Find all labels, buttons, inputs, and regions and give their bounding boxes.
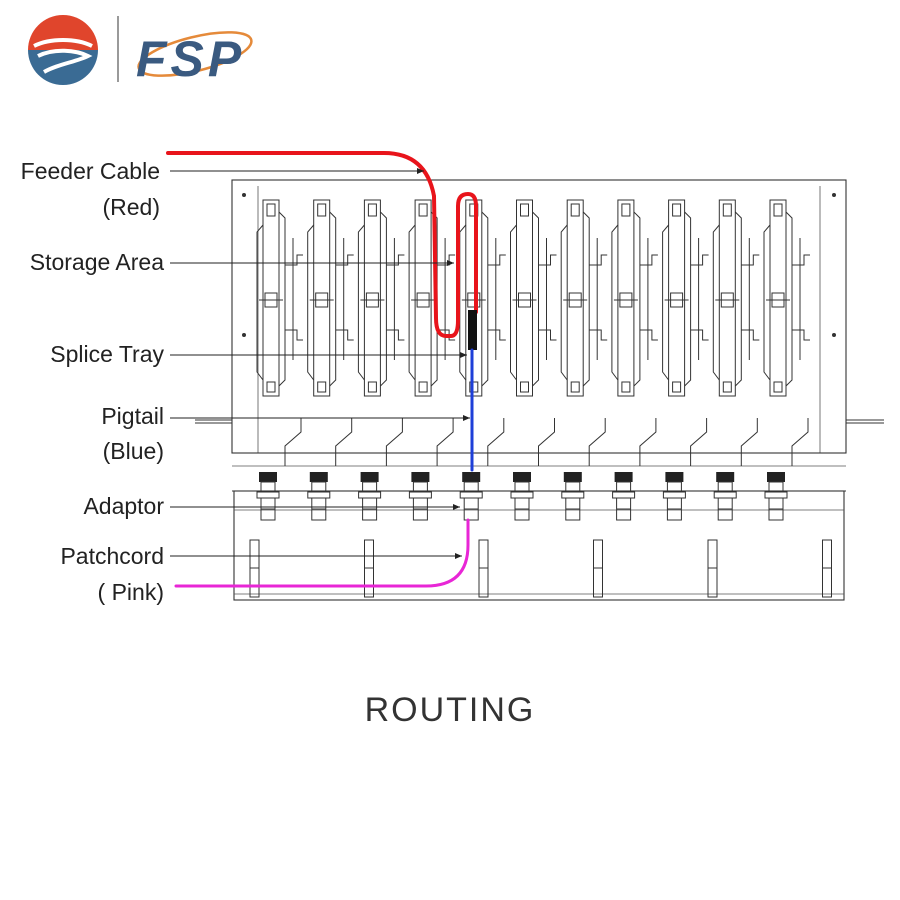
adaptor	[612, 472, 636, 521]
splice-trays	[256, 199, 810, 466]
label-bar	[364, 539, 374, 598]
adaptor	[561, 472, 585, 521]
pigtail-label: Pigtail	[101, 403, 164, 429]
adaptor	[764, 472, 788, 521]
splice-protector	[468, 310, 477, 350]
label-bar	[707, 539, 718, 598]
adaptor	[307, 472, 331, 521]
adaptor	[510, 472, 534, 521]
feeder-cable-route	[166, 151, 478, 338]
adaptor	[408, 472, 432, 521]
adaptor	[358, 472, 382, 521]
pigtail-color-label: (Blue)	[103, 438, 164, 464]
adaptor	[459, 472, 483, 521]
label-bar	[478, 539, 489, 598]
panel-drawing	[195, 179, 884, 601]
storage-area-label: Storage Area	[30, 249, 164, 275]
feeder-cable-label: Feeder Cable	[21, 158, 160, 184]
splice-tray	[510, 199, 557, 466]
patch-area	[233, 490, 845, 601]
splice-tray	[408, 199, 456, 466]
logo-swoosh-icon	[137, 31, 253, 77]
patchcord-label: Patchcord	[60, 543, 164, 569]
callout-labels: Feeder Cable (Red) Storage Area Splice T…	[21, 158, 165, 605]
splice-tray	[712, 199, 760, 466]
splice-tray	[357, 199, 405, 466]
patchcord-color-label: ( Pink)	[98, 579, 164, 605]
brand-name: FSP	[136, 31, 245, 87]
adaptor	[662, 472, 686, 521]
splice-tray	[763, 199, 810, 466]
logo-emblem-icon	[28, 15, 98, 85]
patchcord-route	[174, 518, 470, 588]
splice-tray	[611, 199, 658, 466]
leader-lines	[170, 168, 470, 559]
label-bar	[249, 539, 260, 598]
splice-tray	[459, 199, 506, 466]
splice-tray	[256, 199, 303, 466]
adaptor	[713, 472, 737, 521]
splice-tray	[662, 199, 709, 466]
company-logo: FSP	[28, 15, 253, 87]
adaptor-label: Adaptor	[83, 493, 164, 519]
label-bar	[822, 539, 832, 598]
adaptor-row	[256, 472, 788, 521]
label-bars	[249, 539, 832, 598]
splice-tray-label: Splice Tray	[50, 341, 164, 367]
label-bar	[593, 539, 603, 598]
feeder-cable-color-label: (Red)	[102, 194, 160, 220]
adaptor	[256, 472, 280, 521]
splice-tray	[307, 199, 354, 466]
splice-tray	[560, 199, 608, 466]
diagram-caption: ROUTING	[365, 691, 536, 729]
